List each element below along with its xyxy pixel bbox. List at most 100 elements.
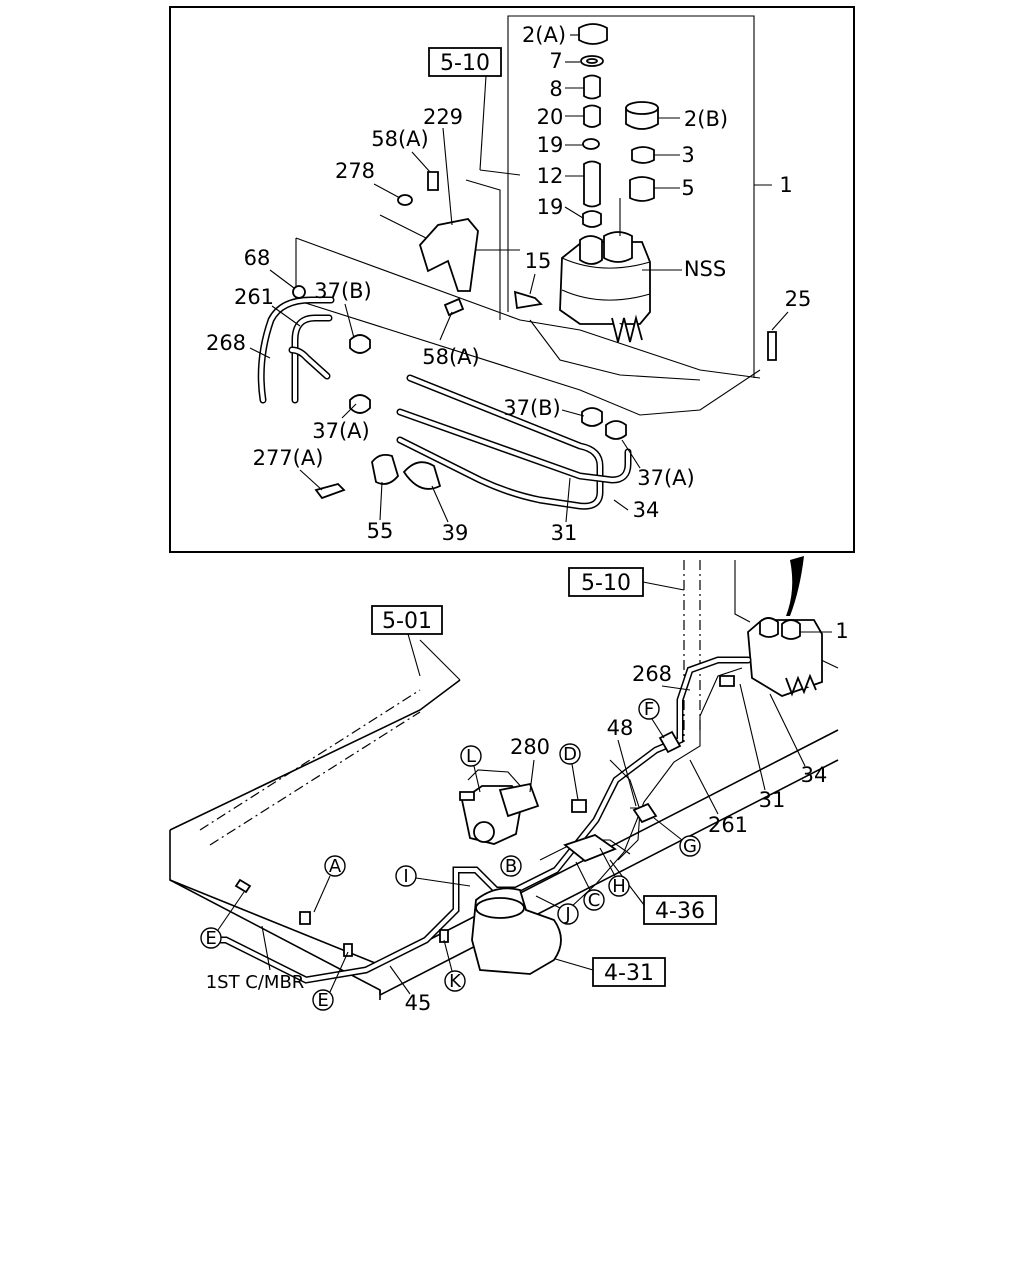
leader: [599, 847, 616, 877]
label-31-inset: 31: [551, 521, 578, 545]
circle-k: [444, 970, 466, 992]
label-1: 1: [779, 173, 792, 197]
label-48: 48: [607, 716, 634, 740]
leader: [551, 957, 594, 971]
leader: [431, 485, 449, 523]
circle-j-text: J: [564, 904, 570, 925]
leader: [565, 477, 571, 523]
ref-4-31-box: [592, 957, 666, 987]
leader: [564, 206, 584, 219]
leader: [473, 765, 481, 793]
label-15: 15: [525, 249, 552, 273]
leader: [613, 499, 629, 511]
label-25: 25: [785, 287, 812, 311]
label-nss: NSS: [684, 257, 726, 281]
label-268-main: 268: [632, 662, 672, 686]
ref-4-36-box: [643, 895, 717, 925]
label-1-main: 1: [835, 619, 848, 643]
label-37b-left: 37(B): [314, 279, 372, 303]
leader: [439, 311, 453, 341]
label-20: 20: [537, 105, 564, 129]
label-261-main: 261: [708, 813, 748, 837]
circle-j: [557, 903, 579, 925]
leader: [769, 693, 806, 767]
circle-a: [324, 855, 346, 877]
label-39: 39: [442, 521, 469, 545]
cap-stack: [578, 23, 659, 228]
leader: [249, 347, 271, 359]
leader: [442, 127, 453, 226]
ref-5-01: 5-01: [382, 609, 432, 634]
leader: [373, 183, 401, 199]
circle-l: [460, 745, 482, 767]
label-2a: 2(A): [522, 23, 566, 47]
label-68: 68: [244, 246, 271, 270]
leader: [217, 891, 245, 931]
label-12: 12: [537, 164, 564, 188]
label-19-top: 19: [537, 133, 564, 157]
inset-ref-5-10-box: [428, 47, 502, 77]
label-268: 268: [206, 331, 246, 355]
mounting-lines: [295, 169, 761, 416]
circle-b-text: B: [505, 856, 517, 877]
label-277a: 277(A): [253, 446, 324, 470]
leader: [269, 269, 295, 289]
leader: [575, 861, 591, 891]
ref-leader: [479, 75, 487, 171]
label-45: 45: [405, 991, 432, 1015]
reservoir-main: [747, 617, 823, 697]
circle-e-right: [312, 989, 334, 1011]
circle-d-text: D: [563, 744, 577, 765]
ref-4-36: 4-36: [655, 899, 705, 924]
label-2b: 2(B): [684, 107, 728, 131]
label-261: 261: [234, 285, 274, 309]
leader: [299, 469, 323, 491]
label-229: 229: [423, 105, 463, 129]
circle-h-text: H: [612, 876, 626, 897]
leader: [661, 685, 691, 691]
leader: [313, 875, 331, 913]
leader: [642, 581, 685, 591]
leader: [411, 151, 431, 173]
label-58a-mid: 58(A): [422, 345, 479, 369]
hoses-inset: [257, 296, 632, 510]
circle-e-right-text: E: [317, 990, 328, 1011]
circle-l-text: L: [466, 746, 476, 767]
ref-4-31: 4-31: [604, 961, 654, 986]
circle-i-text: I: [403, 866, 408, 887]
circle-c: [583, 889, 605, 911]
clamps-inset: [292, 171, 777, 500]
reservoir-subframe: [507, 15, 755, 378]
label-37a-left: 37(A): [312, 419, 369, 443]
label-3: 3: [681, 143, 694, 167]
leader: [535, 895, 561, 909]
label-5: 5: [681, 176, 694, 200]
circle-f-text: F: [644, 699, 654, 720]
leader: [443, 939, 453, 972]
leader: [261, 925, 271, 971]
leader: [407, 633, 421, 677]
inset-frame: [169, 6, 855, 553]
circle-b: [500, 855, 522, 877]
leader: [653, 817, 683, 841]
label-19-bottom: 19: [537, 195, 564, 219]
label-8: 8: [549, 77, 562, 101]
label-7: 7: [549, 49, 562, 73]
leader: [389, 965, 411, 995]
label-37a-right: 37(A): [637, 466, 694, 490]
leader: [529, 759, 535, 793]
circle-e-left-text: E: [205, 928, 216, 949]
leader: [561, 409, 585, 417]
leader: [344, 303, 355, 339]
inset-ref-5-10: 5-10: [440, 51, 490, 76]
valve-assembly: [234, 675, 735, 975]
label-280: 280: [510, 735, 550, 759]
label-58a-top: 58(A): [371, 127, 428, 151]
circle-e-left: [200, 927, 222, 949]
leader: [329, 951, 349, 993]
circle-c-text: C: [588, 890, 601, 911]
circle-i: [395, 865, 417, 887]
leader: [341, 403, 357, 419]
circle-d: [559, 743, 581, 765]
